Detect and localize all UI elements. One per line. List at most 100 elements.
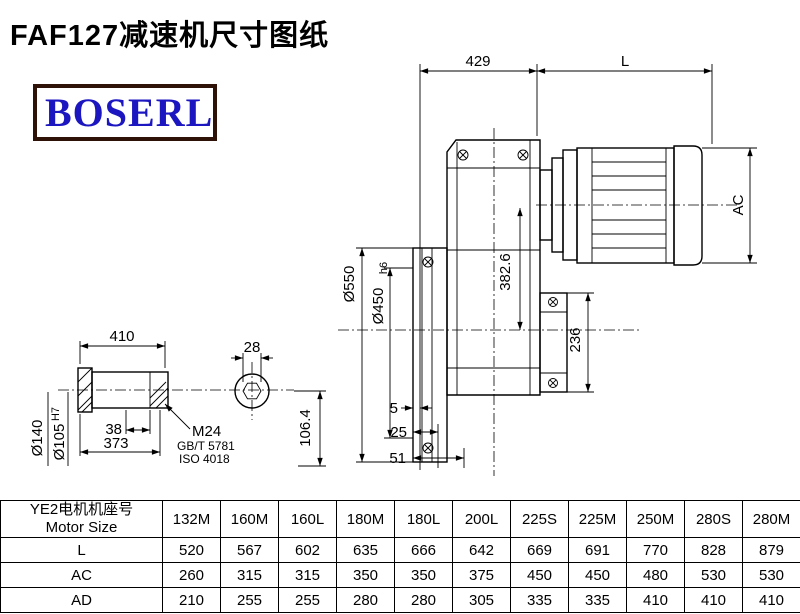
row-label: AD: [0, 587, 163, 613]
shaft-outline: [77, 367, 169, 413]
dim-236-group: 236: [567, 292, 594, 393]
table-header-cn: YE2电机机座号: [29, 501, 134, 519]
table-header-en: Motor Size: [45, 519, 118, 536]
table-header-cell: 160L: [278, 500, 337, 538]
dim-38-373-group: 38 373: [79, 410, 161, 456]
table-cell: 255: [220, 587, 279, 613]
dim-429-L-group: 429 L: [419, 53, 713, 470]
table-header-cell: 225M: [568, 500, 627, 538]
standard-iso-label: ISO 4018: [179, 452, 230, 466]
dim-d550-group: Ø550: [341, 247, 413, 463]
motor-size-table: YE2电机机座号 Motor Size 132M 160M 160L 180M …: [0, 500, 800, 613]
table-cell: 770: [626, 537, 685, 563]
table-header-cell: 280S: [684, 500, 743, 538]
table-cell: 691: [568, 537, 627, 563]
motor-adapter-outline: [539, 149, 578, 261]
dim-25-label: 25: [390, 424, 407, 441]
table-cell: 410: [742, 587, 800, 613]
table-header-cell: 180M: [336, 500, 395, 538]
table-cell: 669: [510, 537, 569, 563]
dim-d450-label: Ø450: [370, 288, 387, 325]
dim-d105-label: Ø105: [51, 424, 68, 461]
table-cell: 410: [626, 587, 685, 613]
table-row-AC: AC 260 315 315 350 350 375 450 450 480 5…: [0, 562, 800, 588]
dim-236-label: 236: [567, 327, 584, 352]
table-cell: 350: [336, 562, 395, 588]
main-view: [338, 128, 737, 476]
row-label: AC: [0, 562, 163, 588]
table-header-cell: 250M: [626, 500, 685, 538]
output-hub-outline: [539, 292, 568, 393]
dim-d450-tolerance: h6: [378, 262, 390, 274]
table-cell: 530: [742, 562, 800, 588]
dim-28-label: 28: [244, 339, 261, 356]
page-title: FAF127减速机尺寸图纸: [10, 20, 330, 52]
table-cell: 375: [452, 562, 511, 588]
table-cell: 255: [278, 587, 337, 613]
table-cell: 280: [336, 587, 395, 613]
table-cell: 602: [278, 537, 337, 563]
boserl-logo: BOSERL: [33, 84, 217, 141]
table-header-cell: 132M: [162, 500, 221, 538]
dim-d550-label: Ø550: [341, 266, 358, 303]
dim-429-label: 429: [465, 53, 490, 70]
table-cell: 530: [684, 562, 743, 588]
boserl-logo-text: BOSERL: [45, 89, 214, 135]
table-cell: 520: [162, 537, 221, 563]
table-cell: 450: [510, 562, 569, 588]
thread-label: M24: [192, 423, 221, 440]
table-cell: 666: [394, 537, 453, 563]
dim-106-label: 106.4: [297, 409, 314, 447]
gearbox-outline: [446, 139, 541, 396]
flange-outline: [412, 247, 448, 463]
shaft-end-view: [234, 373, 270, 409]
dim-L-label: L: [621, 53, 629, 70]
table-cell: 410: [684, 587, 743, 613]
table-cell: 260: [162, 562, 221, 588]
main-dimensions: 429 L AC Ø550 Ø450 h6: [341, 53, 757, 470]
dim-d140-label: Ø140: [29, 420, 46, 457]
dim-410-group: 410: [79, 328, 166, 368]
table-cell: 828: [684, 537, 743, 563]
dim-410-label: 410: [109, 328, 134, 345]
motor-outline: [576, 145, 703, 266]
table-row-L: L 520 567 602 635 666 642 669 691 770 82…: [0, 537, 800, 563]
table-row-AD: AD 210 255 255 280 280 305 335 335 410 4…: [0, 587, 800, 613]
dim-5-label: 5: [390, 400, 398, 417]
table-cell: 315: [278, 562, 337, 588]
dim-382-label: 382.6: [497, 253, 514, 291]
table-cell: 642: [452, 537, 511, 563]
table-cell: 315: [220, 562, 279, 588]
shaft-detail-view: 410 28 38 373 Ø: [29, 328, 326, 467]
bottom-dims-group: 5 25 51: [389, 400, 465, 468]
standard-gb-label: GB/T 5781: [177, 439, 235, 453]
dim-28-group: 28: [231, 339, 273, 382]
table-cell: 480: [626, 562, 685, 588]
dim-373-label: 373: [103, 435, 128, 452]
dim-382-group: 382.6: [497, 208, 523, 330]
dim-51-label: 51: [389, 450, 406, 467]
table-cell: 450: [568, 562, 627, 588]
table-cell: 567: [220, 537, 279, 563]
dim-106-group: 106.4: [294, 390, 326, 467]
table-cell: 210: [162, 587, 221, 613]
table-cell: 879: [742, 537, 800, 563]
table-header-cell: 225S: [510, 500, 569, 538]
dim-d450-group: Ø450 h6: [370, 262, 413, 439]
table-header-motor-size: YE2电机机座号 Motor Size: [0, 500, 163, 538]
table-cell: 350: [394, 562, 453, 588]
table-cell: 280: [394, 587, 453, 613]
table-header-row: YE2电机机座号 Motor Size 132M 160M 160L 180M …: [0, 500, 800, 538]
dim-d140-d105-group: Ø140 Ø105 H7: [29, 392, 69, 466]
dim-d105-tolerance: H7: [50, 407, 62, 421]
table-header-cell: 180L: [394, 500, 453, 538]
dim-38-label: 38: [105, 421, 122, 438]
technical-drawing: 429 L AC Ø550 Ø450 h6: [29, 53, 757, 476]
table-cell: 635: [336, 537, 395, 563]
row-label: L: [0, 537, 163, 563]
table-header-cell: 160M: [220, 500, 279, 538]
thread-callout-group: M24 GB/T 5781 ISO 4018: [164, 403, 235, 466]
table-cell: 305: [452, 587, 511, 613]
table-cell: 335: [510, 587, 569, 613]
